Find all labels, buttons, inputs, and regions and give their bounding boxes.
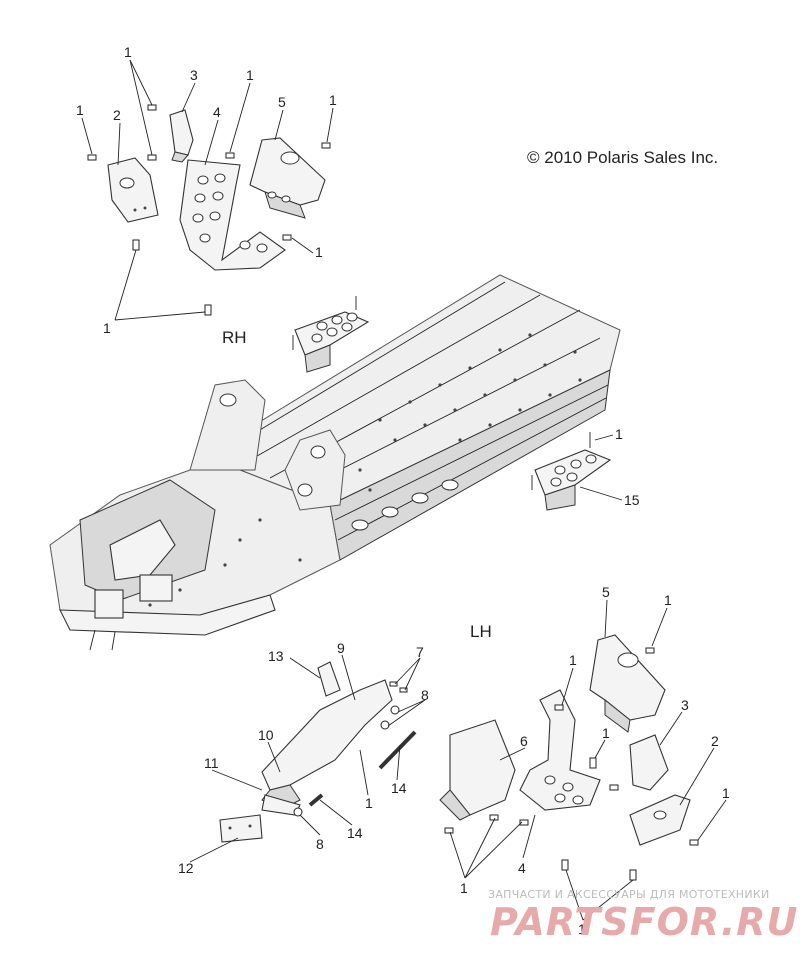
callout-lh-shield-6: 6 <box>520 733 528 749</box>
rh-side-label: RH <box>222 328 247 347</box>
callout-bot-bracket-9: 9 <box>337 640 345 656</box>
callout-lh-rivet-mid: 1 <box>569 652 577 668</box>
chassis-tunnel <box>49 274 621 651</box>
callout-rh-rivet-plate: 1 <box>315 244 323 260</box>
copyright-notice: © 2010 Polaris Sales Inc. <box>527 148 718 167</box>
callout-rh-rivet-left: 1 <box>76 102 84 118</box>
lh-rivets <box>444 647 699 881</box>
watermark-tagline: ЗАПЧАСТИ И АКСЕССУАРЫ ДЛЯ МОТОТЕХНИКИ <box>488 888 770 901</box>
callout-rh-rivet-bottom: 1 <box>103 320 111 336</box>
lh-bracket-2 <box>629 794 691 846</box>
clip-13 <box>317 661 341 697</box>
callout-bot-clip-13: 13 <box>268 648 284 664</box>
callout-lh-rivet-5: 1 <box>664 592 672 608</box>
watermark: ЗАПЧАСТИ И АКСЕССУАРЫ ДЛЯ МОТОТЕХНИКИ PA… <box>488 888 798 944</box>
callout-lh-plate-4: 4 <box>518 860 526 876</box>
rod-14-lower <box>308 793 324 807</box>
tunnel-vent-holes <box>351 479 459 531</box>
callout-lh-rivet-4: 1 <box>602 725 610 741</box>
callout-rh-rivet-upper: 1 <box>246 67 254 83</box>
callout-bot-bracket-10: 10 <box>258 727 274 743</box>
callout-lh-rivet-bottom: 1 <box>460 880 468 896</box>
callout-bot-rod-14a: 14 <box>391 780 407 796</box>
step-plate-15 <box>531 432 612 511</box>
callout-rh-rivet-top: 1 <box>124 44 132 60</box>
callout-mid-plate-15: 15 <box>624 492 640 508</box>
callout-lh-bracket-2: 2 <box>711 733 719 749</box>
callout-bot-nut-8a: 8 <box>421 687 429 703</box>
callout-bot-screw-7: 7 <box>416 644 424 660</box>
callout-lh-bracket-3: 3 <box>681 697 689 713</box>
callout-bot-bracket-11: 11 <box>204 755 219 771</box>
callout-lh-bracket-5: 5 <box>602 584 610 600</box>
callout-rh-plate-4: 4 <box>213 104 221 120</box>
lh-heat-shield-6 <box>439 719 516 821</box>
lh-step-plate-4 <box>519 689 601 811</box>
rod-14-upper <box>378 730 417 770</box>
callout-labels: 1 3 1 1 1 2 4 5 1 1 1 15 5 1 1 3 1 2 1 6… <box>76 44 730 937</box>
nuts-8 <box>293 705 400 817</box>
rh-bracket-5 <box>249 137 326 219</box>
lh-bracket-3 <box>629 734 669 791</box>
leader-lines <box>81 59 727 921</box>
callout-bot-rivet: 1 <box>365 795 373 811</box>
rh-rivets <box>87 104 331 316</box>
rh-step-plate <box>292 296 370 373</box>
bracket-9-10-11 <box>261 679 393 816</box>
callout-bot-nut-8b: 8 <box>316 836 324 852</box>
watermark-brand: PARTSFOR.RU <box>490 900 798 944</box>
rh-step-plate-4 <box>179 159 286 271</box>
tunnel-rivet-dots <box>148 333 582 607</box>
rh-bracket-2 <box>107 157 159 223</box>
callout-rh-rivet-right: 1 <box>329 92 337 108</box>
callout-rh-bracket-small: 3 <box>190 67 198 83</box>
lh-bracket-5 <box>589 634 666 733</box>
rh-bracket-3 <box>169 109 194 163</box>
callout-lh-rivet-lower: 1 <box>578 921 586 937</box>
plate-12 <box>219 814 263 843</box>
callout-rh-bracket-2: 2 <box>113 107 121 123</box>
lh-side-label: LH <box>470 622 492 641</box>
callout-mid-rivet: 1 <box>615 426 623 442</box>
screws-7 <box>389 681 408 693</box>
callout-bot-rod-14b: 14 <box>347 825 363 841</box>
callout-bot-plate-12: 12 <box>178 860 194 876</box>
callout-lh-rivet-2: 1 <box>722 785 730 801</box>
callout-rh-bracket-5: 5 <box>278 94 286 110</box>
